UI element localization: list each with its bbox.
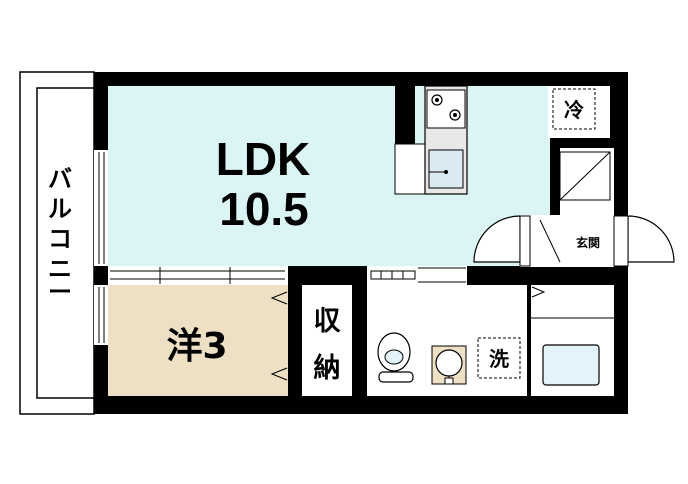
wash-basin-icon xyxy=(431,345,467,385)
window-western xyxy=(94,285,108,345)
washer-label: 洗 xyxy=(489,347,509,371)
entrance xyxy=(520,215,614,267)
entrance-door: 玄関 xyxy=(473,215,675,267)
sliding-door-ldk-western xyxy=(108,266,288,285)
stove-icon xyxy=(426,89,466,129)
western-room xyxy=(108,285,288,396)
western-label: 洋3 xyxy=(166,326,227,367)
svg-text:納: 納 xyxy=(314,352,341,384)
closet xyxy=(302,285,352,396)
svg-text:ル: ル xyxy=(48,195,72,223)
bathtub-icon xyxy=(531,317,614,386)
sliding-door-ldk-toilet xyxy=(367,266,467,285)
refrigerator-space: 冷 xyxy=(552,88,596,130)
svg-text:収: 収 xyxy=(314,306,342,337)
svg-text:ニ: ニ xyxy=(48,255,72,283)
entrance-label: 玄関 xyxy=(576,235,600,250)
refrigerator-label: 冷 xyxy=(564,98,584,122)
window-ldk xyxy=(94,150,108,266)
balcony-label: バ ル コ ニ ー xyxy=(48,165,72,306)
washer-space: 洗 xyxy=(477,337,521,379)
kitchen-counter xyxy=(394,85,468,195)
svg-text:バ: バ xyxy=(48,165,72,193)
toilet-icon xyxy=(377,332,414,383)
balcony: バ ル コ ニ ー xyxy=(19,71,95,415)
svg-text:ー: ー xyxy=(48,278,72,306)
ldk-label: LDK xyxy=(216,133,311,185)
ldk-size: 10.5 xyxy=(219,183,309,235)
shoe-cabinet xyxy=(559,151,611,201)
closet-label: 収 納 xyxy=(314,306,342,384)
closet-door-marks xyxy=(270,291,288,381)
svg-text:コ: コ xyxy=(48,225,72,253)
sink-icon xyxy=(428,149,464,189)
